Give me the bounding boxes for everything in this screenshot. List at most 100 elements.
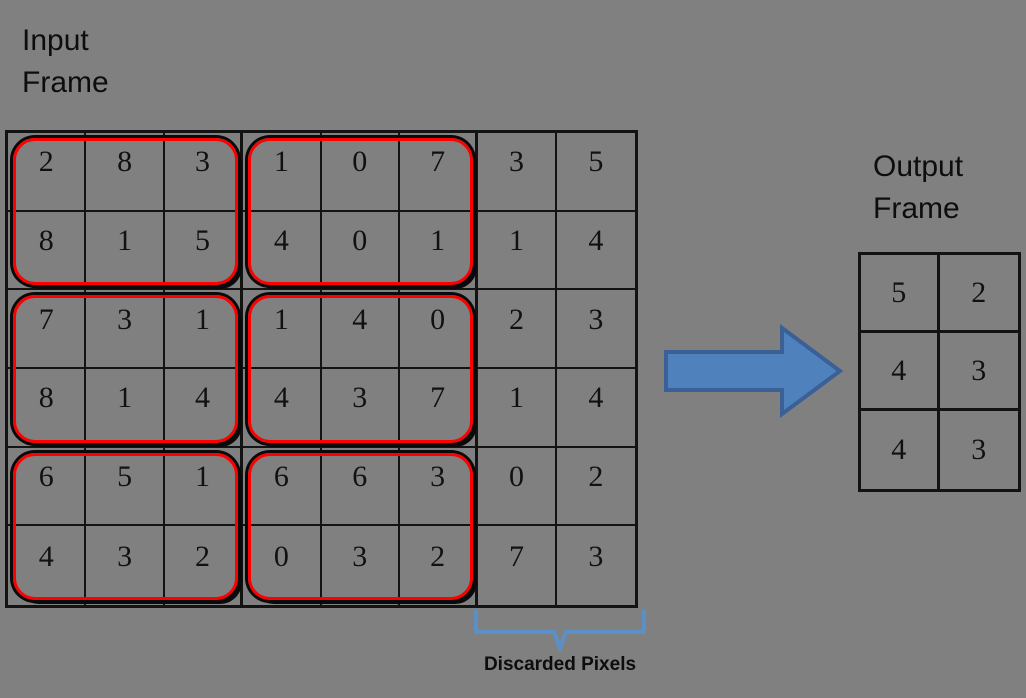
discarded-pixels-label: Discarded Pixels: [483, 654, 637, 675]
cell-value: 1: [508, 381, 524, 415]
input-cell-r4-c2: 1: [164, 447, 244, 527]
cell-value: 7: [38, 302, 54, 336]
input-cell-r3-c0: 8: [8, 368, 87, 448]
cell-value: 3: [971, 433, 987, 466]
cell-value: 8: [38, 381, 54, 415]
input-cell-r4-c5: 3: [399, 447, 479, 527]
cell-value: 4: [588, 223, 604, 257]
cell-value: 3: [588, 539, 604, 573]
input-cell-r2-c6: 2: [478, 290, 557, 369]
cell-value: 0: [352, 223, 368, 257]
cell-value: 4: [891, 433, 907, 466]
cell-value: 4: [38, 539, 54, 573]
cell-value: 2: [430, 539, 446, 573]
input-cell-r5-c5: 2: [400, 526, 479, 605]
input-cell-r3-c5: 7: [399, 368, 479, 448]
output-cell-r1-c1: 3: [939, 333, 1018, 411]
input-cell-r2-c4: 4: [321, 290, 400, 369]
output-cell-r0-c1: 2: [939, 255, 1018, 333]
cell-value: 1: [194, 459, 210, 493]
discarded-brace-icon: [474, 610, 646, 654]
cell-value: 3: [588, 302, 604, 336]
output-cell-r2-c0: 4: [861, 411, 940, 489]
cell-value: 3: [430, 459, 446, 493]
cell-value: 2: [508, 302, 524, 336]
input-cell-r4-c0: 6: [8, 447, 87, 527]
cell-value: 4: [588, 381, 604, 415]
input-cell-r5-c2: 2: [165, 526, 244, 605]
input-cell-r4-c7: 2: [556, 448, 635, 527]
cell-value: 2: [588, 459, 604, 493]
cell-value: 4: [194, 381, 210, 415]
input-cell-r0-c4: 0: [321, 133, 400, 212]
cell-value: 3: [352, 539, 368, 573]
cell-value: 3: [117, 539, 133, 573]
cell-value: 0: [430, 302, 446, 336]
input-cell-r0-c3: 1: [243, 133, 322, 212]
cell-value: 5: [588, 145, 604, 179]
cell-value: 8: [38, 223, 54, 257]
cell-value: 6: [352, 459, 368, 493]
input-cell-r0-c6: 3: [478, 133, 557, 212]
cell-value: 6: [273, 459, 289, 493]
input-cell-r0-c7: 5: [556, 133, 635, 212]
cell-value: 0: [508, 459, 524, 493]
cell-value: 4: [273, 223, 289, 257]
output-frame-title: Output Frame: [873, 150, 964, 225]
input-cell-r3-c6: 1: [478, 368, 557, 448]
cell-value: 1: [273, 145, 289, 179]
input-cell-r3-c1: 1: [86, 368, 165, 448]
cell-value: 6: [38, 459, 54, 493]
cell-value: 5: [117, 459, 133, 493]
transform-arrow: [662, 322, 844, 420]
cell-value: 7: [430, 145, 446, 179]
cell-value: 1: [194, 302, 210, 336]
input-cell-r1-c3: 4: [243, 211, 322, 291]
cell-value: 4: [352, 302, 368, 336]
input-cell-r5-c6: 7: [478, 526, 557, 605]
cell-value: 7: [430, 381, 446, 415]
cell-value: 3: [194, 145, 210, 179]
cell-value: 2: [971, 275, 987, 309]
output-cell-r2-c1: 3: [940, 411, 1019, 489]
input-cell-r3-c3: 4: [243, 368, 322, 448]
input-cell-r1-c4: 0: [321, 211, 400, 291]
input-cell-r1-c6: 1: [478, 211, 557, 291]
cell-value: 1: [508, 223, 524, 257]
cell-value: 4: [891, 353, 907, 387]
input-cell-r3-c2: 4: [164, 368, 244, 448]
input-cell-r2-c5: 0: [399, 290, 479, 369]
cell-value: 0: [352, 145, 368, 179]
input-cell-r5-c4: 3: [322, 526, 400, 605]
input-cell-r1-c2: 5: [164, 211, 244, 291]
input-cell-r0-c2: 3: [164, 133, 244, 212]
input-cell-r5-c0: 4: [8, 526, 87, 605]
cell-value: 1: [117, 381, 133, 415]
cell-value: 1: [273, 302, 289, 336]
output-cell-r1-c0: 4: [861, 333, 940, 411]
input-cell-r5-c7: 3: [557, 526, 635, 605]
cell-value: 2: [38, 145, 54, 179]
input-cell-r0-c0: 2: [8, 133, 87, 212]
cell-value: 3: [971, 353, 987, 387]
input-cell-r4-c4: 6: [321, 447, 400, 527]
cell-value: 1: [430, 223, 446, 257]
input-cell-r5-c3: 0: [243, 526, 322, 605]
right-arrow-icon: [664, 324, 844, 418]
cell-value: 3: [352, 381, 368, 415]
input-cell-r4-c1: 5: [86, 447, 165, 527]
input-cell-r3-c7: 4: [556, 369, 635, 448]
input-cell-r5-c1: 3: [86, 526, 165, 605]
input-cell-r0-c5: 7: [399, 133, 479, 212]
input-cell-r1-c1: 1: [86, 211, 165, 291]
cell-value: 5: [194, 223, 210, 257]
input-cell-r2-c0: 7: [8, 290, 87, 369]
output-cell-r0-c0: 5: [861, 255, 940, 333]
cell-value: 3: [117, 302, 133, 336]
input-cell-r1-c0: 8: [8, 211, 87, 291]
input-cell-r2-c1: 3: [86, 290, 165, 369]
input-frame-title: Input Frame: [22, 24, 109, 99]
input-cell-r2-c3: 1: [243, 290, 322, 369]
input-cell-r2-c2: 1: [164, 290, 244, 369]
